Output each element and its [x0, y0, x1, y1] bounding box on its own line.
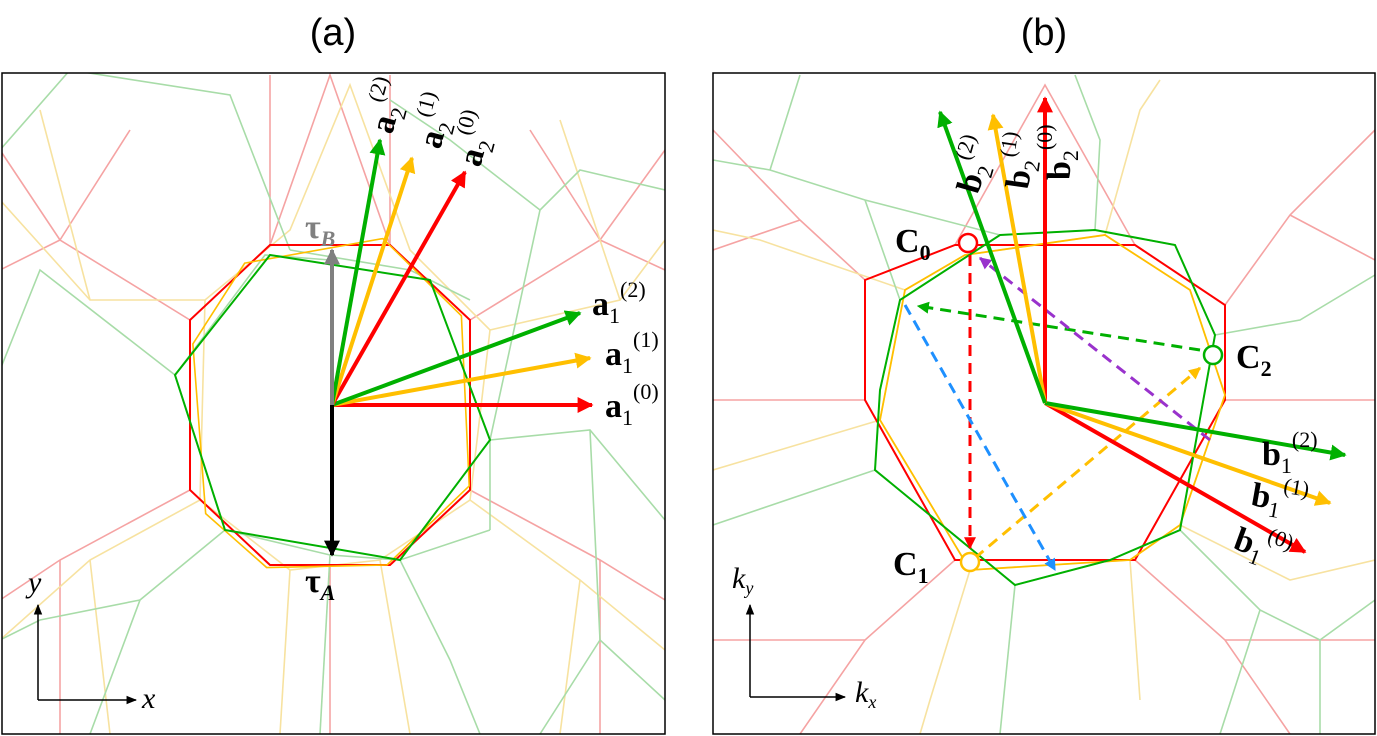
axis-y-label: y	[25, 566, 42, 599]
label-b1-0: b1(0)	[1228, 512, 1298, 579]
label-c0: C0	[895, 223, 931, 265]
panel-b-frame	[712, 72, 1376, 735]
panel-b-axes: ky kx	[732, 562, 876, 712]
label-b2-0: b2(0)	[1032, 124, 1083, 180]
point-c2-marker	[1202, 344, 1224, 366]
label-b2-1: b2(1)	[990, 130, 1048, 192]
vector-a1-1	[331, 352, 592, 407]
label-c1: C1	[893, 546, 929, 588]
label-b1-2: b1(2)	[1262, 427, 1318, 478]
vector-b2-1	[987, 113, 1047, 404]
label-a1-1: a1(1)	[605, 327, 659, 378]
vector-a2-1	[330, 156, 416, 406]
axis-ky-label: ky	[732, 562, 753, 598]
dashed-c1-c2	[974, 366, 1201, 560]
label-tau-b: τB	[305, 209, 335, 251]
dashed-purple	[979, 256, 1211, 442]
label-a1-2: a1(2)	[592, 277, 646, 328]
axis-kx-label: kx	[855, 676, 876, 712]
label-c2: C2	[1236, 339, 1272, 381]
vector-b1-0	[1044, 401, 1307, 554]
panel-b: (b)	[712, 12, 1376, 735]
vector-a2-0	[330, 170, 467, 406]
dashed-blue	[903, 304, 1057, 572]
panel-b-vectors	[937, 96, 1347, 554]
bz-green	[873, 228, 1217, 587]
vector-b2-2	[937, 110, 1047, 404]
cell-yellow	[192, 237, 471, 569]
bz-yellow	[879, 234, 1226, 571]
dashed-c2-c0	[916, 301, 1201, 352]
cell-red	[189, 244, 471, 566]
panel-a-labels: a1(0) a1(1) a1(2) a2(0) a2(1) a2(2) τB τ…	[305, 73, 659, 605]
vector-a1-2	[331, 310, 582, 407]
point-c1-marker	[959, 551, 981, 573]
label-a1-0: a1(0)	[605, 379, 659, 430]
vector-a2-2	[330, 138, 386, 406]
panel-a-title: (a)	[310, 12, 356, 54]
panel-b-points	[957, 232, 1224, 573]
point-c0-marker	[957, 232, 979, 254]
panel-a-lattice	[2, 73, 665, 734]
vector-b1-2	[1044, 401, 1347, 461]
lattice-yellow	[2, 82, 665, 734]
axis-x-label: x	[141, 682, 156, 715]
cell-green	[173, 253, 492, 562]
panel-a-axes: y x	[25, 566, 156, 715]
panel-a-vectors	[324, 138, 594, 557]
label-tau-a: τA	[305, 563, 335, 605]
label-b1-1: b1(1)	[1248, 468, 1312, 528]
panel-b-title: (b)	[1021, 12, 1067, 54]
bz-red	[864, 244, 1226, 561]
label-a2-2: a2(2)	[355, 73, 418, 138]
panel-b-transitions	[903, 255, 1211, 572]
panel-a: (a)	[1, 12, 666, 735]
vector-b1-1	[1044, 401, 1332, 506]
label-a2-0: a2(0)	[443, 106, 506, 171]
panel-a-frame	[1, 72, 666, 735]
